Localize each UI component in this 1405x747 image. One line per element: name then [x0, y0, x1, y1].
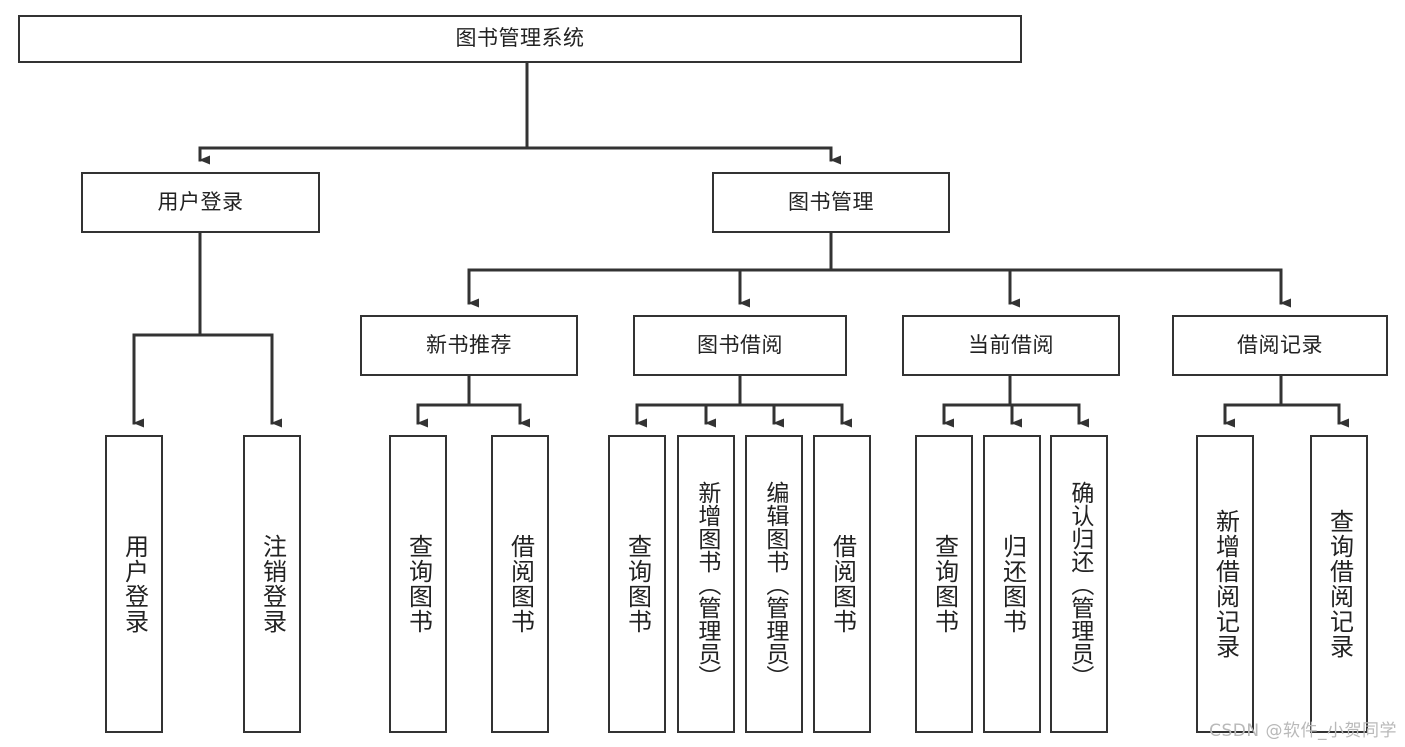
node-leaf-borrow-book[interactable]: 借阅图书 [813, 435, 871, 733]
node-leaf-query-book-borrow[interactable]: 查询图书 [608, 435, 666, 733]
node-leaf-edit-book-admin[interactable]: 编辑图书（管理员） [745, 435, 803, 733]
node-label: 确认归还（管理员） [1066, 480, 1093, 688]
node-label: 新增借阅记录 [1211, 509, 1240, 659]
node-label: 注销登录 [258, 534, 287, 634]
node-label: 归还图书 [998, 534, 1027, 634]
node-label: 查询借阅记录 [1325, 509, 1354, 659]
node-label: 查询图书 [404, 534, 433, 634]
node-label: 用户登录 [120, 534, 149, 634]
node-label: 当前借阅 [968, 332, 1054, 357]
node-new-book-recommend[interactable]: 新书推荐 [360, 315, 578, 376]
node-label: 图书借阅 [697, 332, 783, 357]
node-leaf-query-borrow-record[interactable]: 查询借阅记录 [1310, 435, 1368, 733]
node-book-borrow[interactable]: 图书借阅 [633, 315, 847, 376]
node-label: 查询图书 [623, 534, 652, 634]
node-root-system[interactable]: 图书管理系统 [18, 15, 1022, 63]
node-label: 借阅图书 [506, 534, 535, 634]
node-leaf-return-book[interactable]: 归还图书 [983, 435, 1041, 733]
node-label: 用户登录 [157, 189, 244, 214]
node-label: 查询图书 [930, 534, 959, 634]
node-leaf-borrow-book-recommend[interactable]: 借阅图书 [491, 435, 549, 733]
node-user-login[interactable]: 用户登录 [81, 172, 320, 233]
node-label: 编辑图书（管理员） [761, 480, 788, 688]
node-label: 借阅图书 [828, 534, 857, 634]
node-label: 借阅记录 [1237, 332, 1323, 357]
node-leaf-add-book-admin[interactable]: 新增图书（管理员） [677, 435, 735, 733]
node-leaf-logout[interactable]: 注销登录 [243, 435, 301, 733]
node-leaf-confirm-return-admin[interactable]: 确认归还（管理员） [1050, 435, 1108, 733]
node-label: 新增图书（管理员） [693, 480, 720, 688]
node-leaf-query-book-current[interactable]: 查询图书 [915, 435, 973, 733]
node-label: 新书推荐 [426, 332, 512, 357]
node-leaf-user-login[interactable]: 用户登录 [105, 435, 163, 733]
node-borrow-records[interactable]: 借阅记录 [1172, 315, 1388, 376]
node-leaf-query-book-recommend[interactable]: 查询图书 [389, 435, 447, 733]
node-current-borrow[interactable]: 当前借阅 [902, 315, 1120, 376]
node-book-management[interactable]: 图书管理 [712, 172, 950, 233]
node-label: 图书管理系统 [455, 26, 585, 51]
node-leaf-add-borrow-record[interactable]: 新增借阅记录 [1196, 435, 1254, 733]
node-label: 图书管理 [788, 189, 874, 214]
